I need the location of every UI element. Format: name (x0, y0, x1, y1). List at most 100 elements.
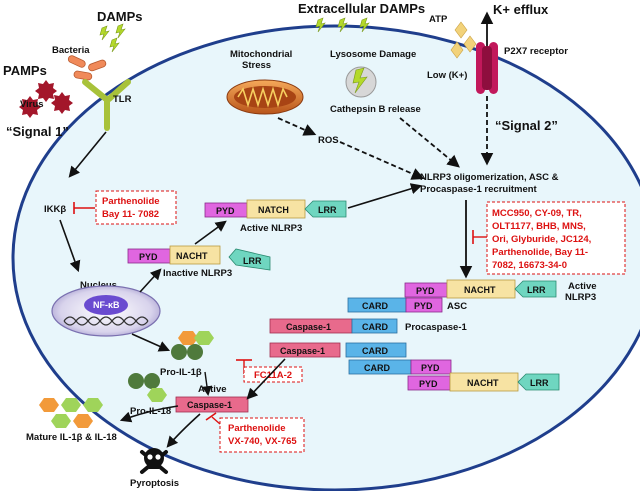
svg-text:LRR: LRR (527, 285, 546, 295)
nlrp3-inhibitor-5: 7082, 16673-34-0 (492, 260, 567, 271)
signal2-label: “Signal 2” (495, 118, 558, 133)
inactive-nlrp3: PYD NACHT LRR (127, 245, 271, 271)
lrr-domain (304, 200, 347, 218)
tlr-label: TLR (113, 94, 132, 105)
damps-label: DAMPs (97, 9, 143, 24)
mature-cytokines-icon (39, 398, 103, 428)
pyroptosis-label: Pyroptosis (130, 478, 179, 489)
k-efflux-label: K+ efflux (493, 2, 549, 17)
lysosome-label: Lysosome Damage (330, 49, 416, 60)
nucleus-label: Nucleus (80, 280, 117, 291)
fc11a-inhibitor-box (243, 366, 303, 383)
p2x7-receptor-icon (476, 42, 498, 94)
ikkb-inhibitor-1: Parthenolide (102, 196, 160, 207)
arrow-inactive-active (194, 220, 227, 245)
arrow-ros-olig (339, 141, 425, 180)
olig-label-1: NLRP3 oligomerization, ASC & (420, 172, 559, 183)
mito-label-1: Mitochondrial (230, 49, 292, 60)
svg-text:CARD: CARD (362, 322, 388, 332)
ikkb-inhibitor-box (95, 190, 177, 225)
inhibit-active-caspase-bar (205, 412, 217, 421)
pyd-domain (410, 359, 452, 375)
mito-label-2: Stress (242, 60, 271, 71)
active-label: Active (198, 384, 227, 395)
arrow-tlr-ikkb (68, 131, 107, 178)
svg-text:PYD: PYD (139, 252, 158, 262)
svg-text:CARD: CARD (362, 301, 388, 311)
nlrp3-inhibitor-2: OLT1177, BHB, MNS, (492, 221, 586, 232)
ikkb-label: IKKβ (44, 204, 66, 215)
svg-text:NATCH: NATCH (258, 205, 289, 215)
active-caspase-inhibitor-2: VX-740, VX-765 (228, 436, 297, 447)
procaspase-label: Procaspase-1 (405, 322, 468, 333)
svg-text:LRR: LRR (243, 256, 262, 266)
nlrp3-bottom: PYD NACHT LRR (407, 372, 560, 392)
svg-text:PYD: PYD (416, 286, 435, 296)
bacteria-icon (67, 55, 107, 81)
active-caspase-inhibitor-1: Parthenolide (228, 423, 286, 434)
olig-label-2: Procaspase-1 recruitment (420, 184, 538, 195)
svg-text:LRR: LRR (318, 205, 337, 215)
asc-label: ASC (447, 301, 467, 312)
lysosome-icon (345, 66, 377, 98)
svg-text:PYD: PYD (419, 379, 438, 389)
ros-label: ROS (318, 135, 339, 146)
card-domain (351, 318, 398, 334)
signal1-label: “Signal 1” (6, 124, 69, 139)
lrr-domain (514, 280, 557, 298)
low-k-label: Low (K+) (427, 70, 467, 81)
nlrp3-inhibitor-box (486, 201, 626, 275)
svg-text:NACHT: NACHT (467, 378, 499, 388)
pamps-label: PAMPs (3, 63, 47, 78)
active-nlrp3-top: PYD NATCH LRR (204, 199, 347, 219)
mature-label: Mature IL-1β & IL-18 (26, 432, 117, 443)
mitochondrion-icon (226, 79, 304, 115)
fc11a-inhibitor: FC11A-2 (254, 370, 292, 381)
p2x7-label: P2X7 receptor (504, 46, 568, 57)
ikkb-inhibitor-2: Bay 11- 7082 (102, 209, 159, 220)
cathepsin-label: Cathepsin B release (330, 104, 421, 115)
lightning-icon (315, 17, 370, 33)
arrow-active-mature (119, 405, 179, 423)
arrow-mito-ros (277, 117, 317, 136)
pyd-domain (405, 297, 443, 313)
nlrp3-inhibitor-1: MCC950, CY-09, TR, (492, 208, 582, 219)
active-nlrp3-right-1: Active (568, 281, 597, 292)
skull-crossbones-icon (140, 448, 168, 474)
virus-icon (19, 80, 73, 118)
svg-text:Caspase-1: Caspase-1 (187, 400, 232, 410)
svg-text:NACHT: NACHT (464, 285, 496, 295)
dna-icon (63, 316, 149, 326)
svg-text:CARD: CARD (362, 346, 388, 356)
pro-il1b-icon (171, 331, 214, 360)
lrr-domain (517, 373, 560, 391)
inactive-nlrp3-label: Inactive NLRP3 (163, 268, 232, 279)
card-domain (345, 342, 407, 358)
active-nlrp3-right: PYD NACHT LRR (404, 279, 557, 299)
arrow-active-pyroptosis (166, 413, 201, 448)
lrr-domain (228, 248, 271, 271)
arrow-caspase-active (246, 358, 286, 400)
nacht-domain (169, 245, 221, 265)
svg-text:PYD: PYD (414, 301, 433, 311)
arrow-cathepsin-olig (399, 117, 460, 168)
bacteria-label: Bacteria (52, 45, 90, 56)
svg-text:PYD: PYD (421, 363, 440, 373)
arrow-ikkb-nucleus (59, 219, 81, 273)
svg-text:CARD: CARD (364, 363, 390, 373)
caspase1-domain (269, 342, 341, 358)
nlrp3-inhibitor-3: Ori, Glyburide, JC124, (492, 234, 591, 245)
active-caspase-inhibitor-box (219, 417, 305, 453)
svg-text:Caspase-1: Caspase-1 (286, 322, 331, 332)
nlrp3-inhibitor-4: Parthenolide, Bay 11- (492, 247, 588, 258)
active-nlrp3-right-2: NLRP3 (565, 292, 596, 303)
svg-text:NACHT: NACHT (176, 251, 208, 261)
atp-icon (450, 21, 477, 59)
nfkb-complex (84, 295, 128, 315)
active-nlrp3-top-label: Active NLRP3 (240, 223, 302, 234)
active-caspase1 (175, 396, 249, 413)
arrow-nucleus-inactive (139, 268, 162, 293)
arrow-proil-active (202, 371, 212, 396)
inhibit-active-caspase (211, 416, 221, 425)
